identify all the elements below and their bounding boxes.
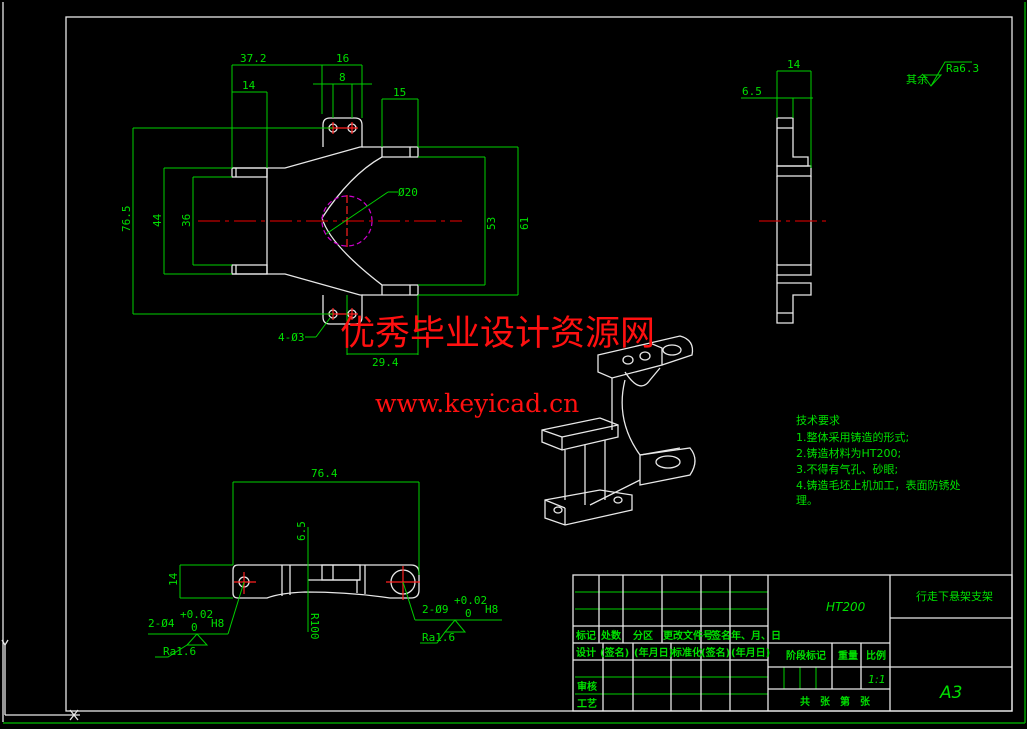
tb-sheet-size: A3 bbox=[939, 683, 962, 703]
general-roughness: 其余 Ra6.3 bbox=[906, 61, 979, 87]
dim-76-5: 76.5 bbox=[120, 206, 133, 233]
tb-label-count: 处数 bbox=[600, 629, 622, 642]
dim-8: 8 bbox=[339, 71, 346, 84]
ucs-icon bbox=[1, 639, 80, 721]
tech-item: 4.铸造毛坯上机加工，表面防锈处 bbox=[796, 478, 961, 492]
dim-29-4: 29.4 bbox=[372, 356, 399, 369]
dim-16: 16 bbox=[336, 52, 349, 65]
tb-part-name: 行走下悬架支架 bbox=[916, 590, 993, 603]
tb-label-zone: 分区 bbox=[633, 629, 653, 642]
dim-14: 14 bbox=[242, 79, 256, 92]
side-view: 14 6.5 bbox=[741, 58, 826, 324]
tb-material: HT200 bbox=[826, 600, 866, 614]
hole-right-callout: 2-Ø9 bbox=[422, 603, 449, 616]
tb-standardization: 标准化 bbox=[671, 646, 702, 659]
tech-item: 2.铸造材料为HT200; bbox=[796, 446, 901, 460]
tb-label-mark: 标记 bbox=[575, 629, 596, 642]
hole-right-fit: H8 bbox=[485, 603, 498, 616]
tb-sheets: 共 张 第 张 bbox=[800, 695, 871, 708]
bottom-dim-r100: R100 bbox=[308, 613, 321, 640]
dim-dia-20: Ø20 bbox=[398, 186, 418, 199]
tb-label-date: 年、月、日 bbox=[731, 629, 781, 642]
roughness-right: Ra1.6 bbox=[422, 631, 455, 644]
isometric-view bbox=[541, 335, 696, 526]
watermark-site-name: 优秀毕业设计资源网 bbox=[340, 314, 655, 354]
title-block: 标记 处数 分区 更改文件号 签名 年、月、日 设计 (签名) (年月日) 标准… bbox=[572, 574, 1013, 712]
hole-right-tol-lower: 0 bbox=[465, 607, 472, 620]
dim-53: 53 bbox=[485, 217, 498, 230]
tech-item: 理。 bbox=[796, 494, 818, 507]
tb-label-change-doc: 更改文件号 bbox=[663, 629, 713, 642]
dim-36: 36 bbox=[180, 214, 193, 227]
tb-scale-value: 1:1 bbox=[868, 673, 886, 686]
bottom-dim-76-4: 76.4 bbox=[311, 467, 338, 480]
tb-process: 工艺 bbox=[577, 697, 597, 710]
bottom-dim-14: 14 bbox=[167, 572, 180, 586]
main-view: 37.2 16 8 14 15 76.5 44 36 53 61 Ø20 4-Ø… bbox=[120, 52, 531, 369]
tb-design-date: (年月日) bbox=[634, 646, 673, 659]
roughness-value: Ra6.3 bbox=[946, 62, 979, 75]
tb-scale-label: 比例 bbox=[866, 649, 886, 662]
tb-std-date: (年月日) bbox=[731, 646, 770, 659]
tb-review: 审核 bbox=[577, 680, 597, 693]
dim-4-holes-3: 4-Ø3 bbox=[278, 331, 305, 344]
dim-44: 44 bbox=[151, 213, 164, 227]
tech-item: 1.整体采用铸造的形式; bbox=[796, 430, 909, 444]
hole-right-tol-upper: +0.02 bbox=[454, 594, 487, 607]
hole-left-fit: H8 bbox=[211, 617, 224, 630]
bottom-dim-6-5: 6.5 bbox=[295, 521, 308, 541]
tech-requirements: 技术要求 1.整体采用铸造的形式; 2.铸造材料为HT200; 3.不得有气孔、… bbox=[796, 414, 961, 507]
tech-item: 3.不得有气孔、砂眼; bbox=[796, 462, 898, 476]
hole-left-tol-lower: 0 bbox=[191, 621, 198, 634]
watermark-url: www.keyicad.cn bbox=[375, 389, 579, 418]
dim-61: 61 bbox=[518, 217, 531, 230]
tb-weight: 重量 bbox=[838, 649, 858, 662]
roughness-other-label: 其余 bbox=[906, 72, 928, 86]
dim-37-2: 37.2 bbox=[240, 52, 267, 65]
tb-stage-mark: 阶段标记 bbox=[786, 649, 826, 662]
tb-design-sign: (签名) bbox=[600, 646, 629, 659]
dim-15: 15 bbox=[393, 86, 406, 99]
side-dim-6-5: 6.5 bbox=[742, 85, 762, 98]
roughness-left: Ra1.6 bbox=[163, 645, 196, 658]
tb-std-sign: (签名) bbox=[701, 646, 730, 659]
hole-left-callout: 2-Ø4 bbox=[148, 617, 175, 630]
hole-left-tol-upper: +0.02 bbox=[180, 608, 213, 621]
side-dim-14: 14 bbox=[787, 58, 801, 71]
tb-label-sign: 签名 bbox=[710, 629, 731, 642]
tech-title: 技术要求 bbox=[796, 414, 840, 427]
tb-design: 设计 bbox=[576, 646, 596, 659]
bottom-view: 76.4 6.5 14 R100 2-Ø4 +0.02 0 H8 Ra1.6 2… bbox=[148, 467, 502, 658]
